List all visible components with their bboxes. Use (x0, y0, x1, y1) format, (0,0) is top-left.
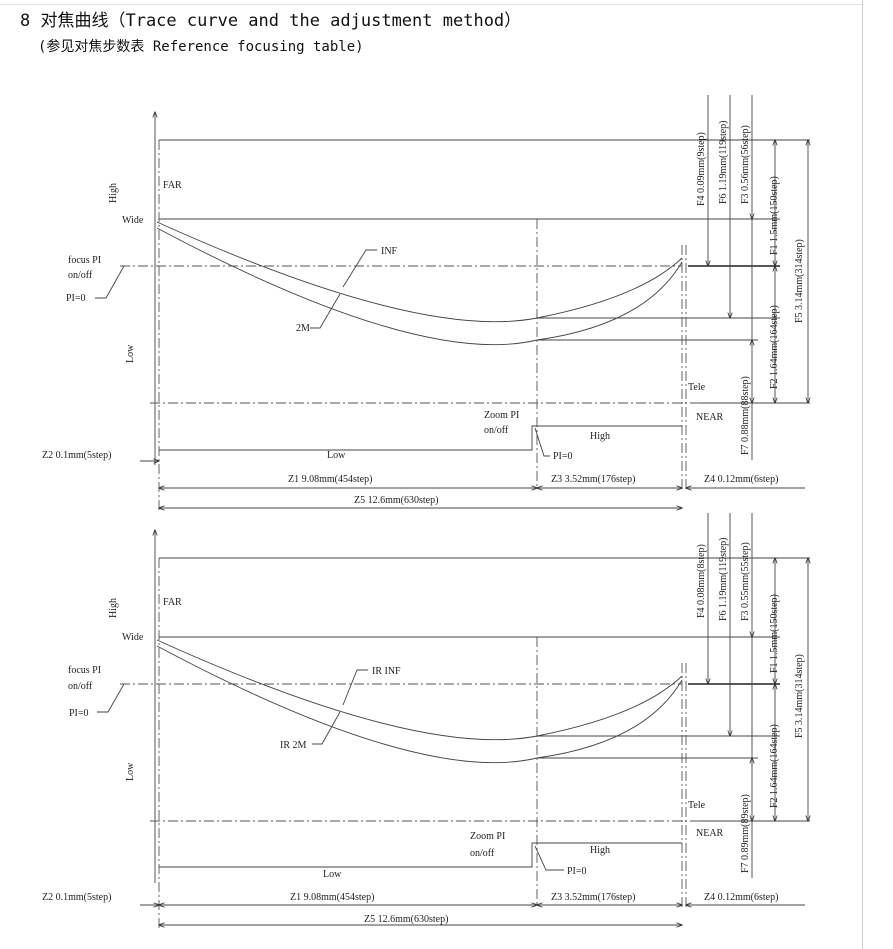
diagram-2-ir-inf-leader (342, 669, 368, 706)
diagram-2-curve-ir-2m (156, 645, 683, 764)
diagram-1-zoom-on-off-label: on/off (484, 425, 509, 436)
section-title: 8 对焦曲线（Trace curve and the adjustment me… (20, 11, 522, 31)
diagram-2-zoom-pi-label: Zoom PI (470, 831, 505, 842)
diagram-2-f6-label: F6 1.19mm(119step) (718, 537, 729, 621)
diagram-2-f4-label: F4 0.08mm(8step) (696, 544, 707, 618)
diagram-1-inf-label: INF (381, 246, 398, 257)
diagram-1-inf-leader (342, 249, 377, 288)
top-rule (0, 4, 862, 5)
diagram-1-f4-label: F4 0.09mm(9step) (696, 132, 707, 206)
diagram-2-zoom-pi-signal (159, 842, 682, 868)
diagram-2-z4-label: Z4 0.12mm(6step) (704, 892, 778, 903)
diagram-2-near-label: NEAR (696, 828, 724, 839)
diagram-2-focus-pi-label: focus PI (68, 665, 101, 676)
diagram-1-z2-label: Z2 0.1mm(5step) (42, 450, 111, 461)
diagram-2-z2-label: Z2 0.1mm(5step) (42, 892, 111, 903)
diagram-1-zoom-pi-label: Zoom PI (484, 410, 519, 421)
diagram-1-tele-label: Tele (688, 382, 706, 393)
diagram-2-curve-ir-inf (156, 639, 683, 741)
diagram-1-near-label: NEAR (696, 412, 724, 423)
diagram-1-2m-label: 2M (296, 323, 310, 334)
diagram-1-wide-label: Wide (122, 215, 144, 226)
diagram-2-zoom-pi0-leader (534, 845, 564, 871)
diagram-2: High Low FAR Wide focus PI on/off PI=0 I… (42, 513, 810, 930)
diagram-2-zoom-pi0-label: PI=0 (567, 866, 587, 877)
diagram-2-zoom-on-off-label: on/off (470, 848, 495, 859)
diagram-2-ir-2m-leader (312, 711, 341, 745)
diagram-2-z5-label: Z5 12.6mm(630step) (364, 914, 448, 925)
diagram-2-f3-label: F3 0.55mm(55step) (740, 542, 751, 621)
diagram-1-zoom-pi-signal (159, 425, 682, 451)
diagram-1-zoom-pi0-label: PI=0 (553, 451, 573, 462)
diagram-1-zoom-pi0-leader (534, 427, 550, 457)
diagram-1-2m-leader (310, 293, 341, 329)
diagram-1-curve-inf (156, 221, 683, 323)
diagram-2-ir-inf-label: IR INF (372, 666, 401, 677)
diagram-2-pi-leader (97, 683, 125, 713)
diagram-2-low-axis-label: Low (125, 762, 136, 781)
diagram-2-zoom-low-label: Low (323, 869, 342, 880)
diagram-2-focus-on-off-label: on/off (68, 681, 93, 692)
diagram-2-far-label: FAR (163, 597, 182, 608)
diagram-2-ir-2m-label: IR 2M (280, 740, 307, 751)
diagram-1-z1-label: Z1 9.08mm(454step) (288, 474, 372, 485)
diagram-2-z3-label: Z3 3.52mm(176step) (551, 892, 635, 903)
diagram-1-curve-2m (156, 227, 683, 346)
diagram-1-focus-on-off-label: on/off (68, 270, 93, 281)
diagram-2-f2-label: F2 1.64mm(164step) (769, 724, 780, 808)
page-border (862, 0, 863, 949)
section-subtitle: (参见对焦步数表 Reference focusing table) (38, 39, 364, 55)
diagram-1-f7-label: F7 0.88mm(88step) (740, 376, 751, 455)
diagram-1-z5-label: Z5 12.6mm(630step) (354, 495, 438, 506)
diagram-1-low-axis-label: Low (125, 344, 136, 363)
diagram-1-f2-label: F2 1.64mm(164step) (769, 305, 780, 389)
diagram-2-f1-label: F1 1.5mm(150step) (769, 594, 780, 673)
diagram-1-f1-label: F1 1.5mm(150step) (769, 176, 780, 255)
diagram-2-high-label: High (108, 598, 119, 618)
diagram-2-zoom-high-label: High (590, 845, 610, 856)
diagram-2-f7-label: F7 0.89mm(89step) (740, 794, 751, 873)
diagram-1: High Low FAR Wide focus PI on/off PI=0 I… (42, 95, 810, 512)
diagram-2-f5-label: F5 3.14mm(314step) (794, 654, 805, 738)
diagram-1-high-label: High (108, 183, 119, 203)
diagram-1-f6-label: F6 1.19mm(119step) (718, 120, 729, 204)
diagram-1-focus-pi-label: focus PI (68, 255, 101, 266)
diagram-1-f3-label: F3 0.56mm(56step) (740, 125, 751, 204)
diagram-1-pi-leader (95, 265, 125, 299)
diagram-2-tele-label: Tele (688, 800, 706, 811)
diagram-1-z3-label: Z3 3.52mm(176step) (551, 474, 635, 485)
diagram-1-z4-label: Z4 0.12mm(6step) (704, 474, 778, 485)
diagram-1-far-label: FAR (163, 180, 182, 191)
diagram-2-pi0-label: PI=0 (69, 708, 89, 719)
diagram-1-zoom-high-label: High (590, 431, 610, 442)
diagram-1-zoom-low-label: Low (327, 450, 346, 461)
diagram-1-f5-label: F5 3.14mm(314step) (794, 239, 805, 323)
diagram-1-pi0-label: PI=0 (66, 293, 86, 304)
diagram-2-z1-label: Z1 9.08mm(454step) (290, 892, 374, 903)
diagram-2-wide-label: Wide (122, 632, 144, 643)
